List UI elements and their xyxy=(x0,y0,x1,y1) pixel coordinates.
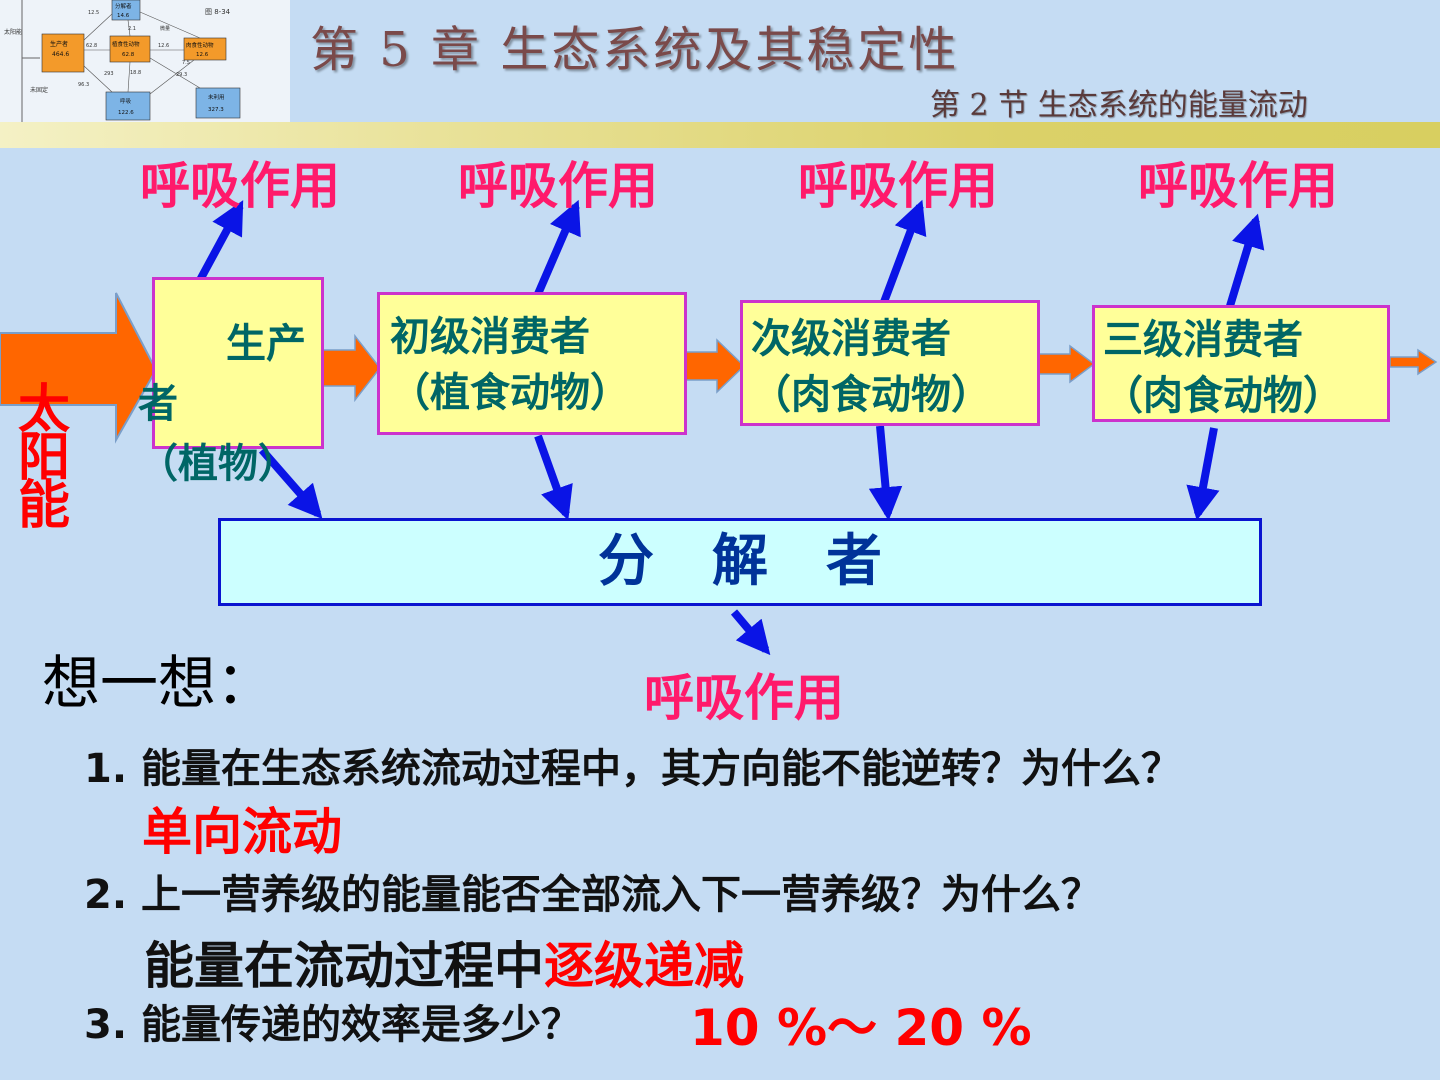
sun-energy-arrow xyxy=(0,292,158,444)
tertiary-consumer-box: 三级消费者 （肉食动物） xyxy=(1092,305,1390,422)
respiration-arrow-tertiary xyxy=(1226,213,1265,308)
thumbnail-flow-value: 2.1 xyxy=(128,26,136,32)
decomp-arrow-primary xyxy=(534,434,573,521)
respiration-arrow-producer xyxy=(196,200,244,282)
answer-3: 10 %～ 20 % xyxy=(690,999,1032,1057)
secondary-consumer-title: 次级消费者 xyxy=(751,316,951,362)
tertiary-consumer-title: 三级消费者 xyxy=(1103,317,1303,363)
thumbnail-respiration-label: 呼吸 xyxy=(120,98,132,105)
question-2: 2. 上一营养级的能量能否全部流入下一营养级？为什么？ xyxy=(84,872,1101,918)
thumbnail-carnivore-box xyxy=(183,37,227,61)
primary-consumer-box: 初级消费者 （植食动物） xyxy=(377,292,687,435)
thumbnail-flow-value: 293 xyxy=(104,71,114,77)
answer-2-highlight: 逐级递减 xyxy=(544,937,744,995)
flow-arrow-producer-to-primary xyxy=(321,333,381,403)
respiration-arrow-secondary xyxy=(880,199,927,304)
thumbnail-unused-value: 327.3 xyxy=(208,107,224,113)
header-divider-strip xyxy=(0,122,1440,148)
thumbnail-unused-title: 未利用 xyxy=(208,93,225,101)
thumbnail-decomposer-value: 14.6 xyxy=(117,13,130,19)
thumbnail-flow-lines xyxy=(83,11,201,95)
flow-arrow-secondary-to-tertiary xyxy=(1037,344,1096,384)
thumbnail-fig-label: 图 8-34 xyxy=(205,8,231,16)
decomposer-box: 分解者 xyxy=(218,518,1262,606)
secondary-consumer-box: 次级消费者 （肉食动物） xyxy=(740,300,1040,426)
thumbnail-producer-box xyxy=(41,33,85,73)
respiration-label-tertiary: 呼吸作用 xyxy=(1138,157,1338,215)
decomp-arrow-secondary xyxy=(868,425,903,521)
thumbnail-flow-value: 12.5 xyxy=(88,10,99,16)
thumbnail-herbivore-label: 植食性动物 xyxy=(112,40,140,48)
thumbnail-unused-label: 未固定 xyxy=(30,86,48,94)
question-3: 3. 能量传递的效率是多少？ xyxy=(84,1002,581,1048)
decomp-arrow-producer xyxy=(258,447,323,520)
producer-box xyxy=(152,277,324,449)
decomposer-label: 分解者 xyxy=(598,529,940,594)
thumbnail-decomposer-label: 分解者 xyxy=(115,2,132,10)
flow-arrow-tertiary-out xyxy=(1389,348,1438,376)
chapter-title: 第 5 章 生态系统及其稳定性 xyxy=(310,22,960,78)
thumbnail-flow-value: 微量 xyxy=(160,25,170,32)
thumbnail-herbivore-value: 62.8 xyxy=(122,52,135,58)
think-heading: 想一想： xyxy=(42,649,275,717)
answer-1: 单向流动 xyxy=(142,803,342,861)
respiration-label-secondary: 呼吸作用 xyxy=(798,157,998,215)
thumbnail-flow-value: 12.6 xyxy=(158,43,169,49)
thumbnail-sun-label: 太阳能 xyxy=(4,28,22,36)
thumbnail-respiration-value: 122.6 xyxy=(118,110,134,116)
flow-arrow-primary-to-secondary xyxy=(685,338,746,394)
thumbnail-unused-box xyxy=(195,87,241,119)
producer-line-2: 者 xyxy=(138,381,178,427)
respiration-arrow-primary xyxy=(534,199,581,296)
respiration-arrow-decomposer xyxy=(730,609,771,656)
answer-2-prefix: 能量在流动过程中 xyxy=(144,937,544,995)
thumbnail-producer-label: 生产者 xyxy=(50,40,68,48)
section-title: 第 2 节 生态系统的能量流动 xyxy=(930,88,1308,123)
sun-energy-text: 太阳能 xyxy=(18,380,71,536)
primary-consumer-subtitle: （植食动物） xyxy=(390,370,630,416)
question-1: 1. 能量在生态系统流动过程中，其方向能不能逆转？为什么？ xyxy=(84,746,1181,792)
thumbnail-flow-value: 62.8 xyxy=(86,43,97,49)
respiration-label-producer: 呼吸作用 xyxy=(140,157,340,215)
thumbnail-energy-flow-figure: 太阳能 未固定 图 8-34 生产者 464.6 分解者 14.6 植食性动物 … xyxy=(0,0,290,122)
producer-line-3: （植物） xyxy=(138,441,298,487)
decomp-arrow-tertiary xyxy=(1186,427,1220,521)
answer-2: 能量在流动过程中逐级递减 xyxy=(144,926,744,998)
thumbnail-producer-value: 464.6 xyxy=(52,51,69,58)
thumbnail-flow-value: 29.3 xyxy=(176,72,187,78)
thumbnail-respiration-box xyxy=(105,91,151,121)
respiration-label-primary: 呼吸作用 xyxy=(458,157,658,215)
producer-line-1: 生产 xyxy=(186,321,306,367)
tertiary-consumer-subtitle: （肉食动物） xyxy=(1103,373,1343,419)
producer-label: 生产 者 （植物） xyxy=(138,314,306,494)
thumbnail-carnivore-value: 12.6 xyxy=(196,52,209,58)
respiration-label-decomposer: 呼吸作用 xyxy=(644,669,844,727)
thumbnail-flow-value: 96.3 xyxy=(78,82,89,88)
thumbnail-carnivore-label: 肉食性动物 xyxy=(186,41,214,49)
secondary-consumer-subtitle: （肉食动物） xyxy=(751,372,991,418)
sun-energy-label: 太阳能 xyxy=(14,380,74,536)
thumbnail-flow-value: 18.8 xyxy=(130,70,141,76)
thumbnail-flow-value: 7.5 xyxy=(182,60,190,66)
thumbnail-decomposer-box xyxy=(111,0,141,21)
primary-consumer-title: 初级消费者 xyxy=(390,314,590,360)
